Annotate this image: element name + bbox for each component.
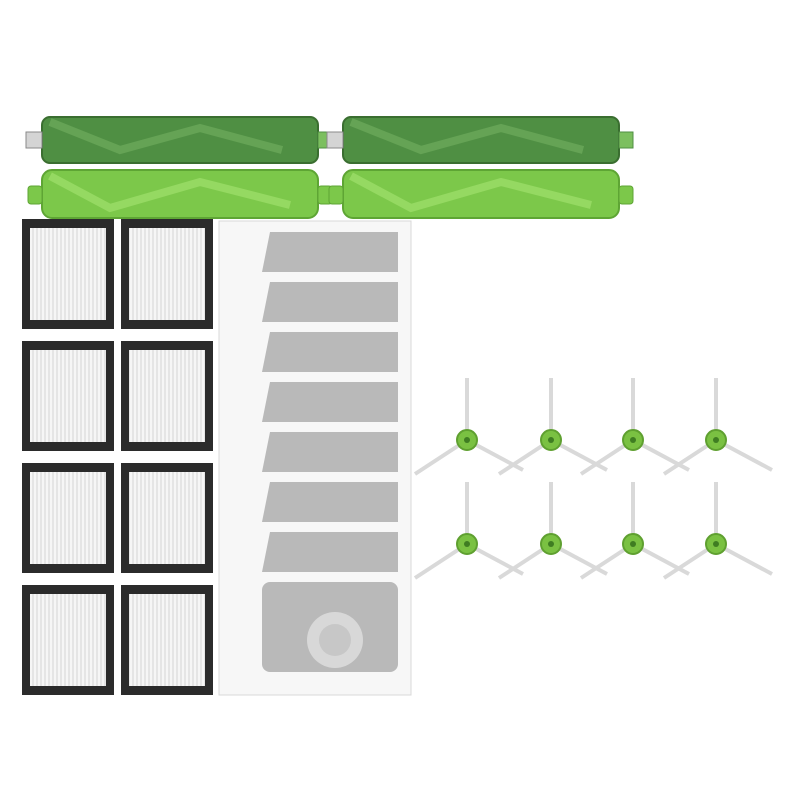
- bag-card-2: [262, 282, 398, 322]
- bag-card-5: [262, 432, 398, 472]
- filter-6: [121, 463, 213, 573]
- filter-4: [121, 341, 213, 451]
- filter-5: [22, 463, 114, 573]
- bag-card-8: [262, 582, 398, 672]
- filter-8: [121, 585, 213, 695]
- roller-dark-left: [25, 116, 333, 164]
- bag-card-3: [262, 332, 398, 372]
- roller-dark-right: [326, 116, 634, 164]
- bag-card-4: [262, 382, 398, 422]
- hepa-filters: [22, 219, 213, 695]
- filter-2: [121, 219, 213, 329]
- roller-light-right: [328, 169, 634, 219]
- filter-7: [22, 585, 114, 695]
- roller-light-left: [27, 169, 333, 219]
- bag-card-6: [262, 482, 398, 522]
- filter-3: [22, 341, 114, 451]
- bag-card-7: [262, 532, 398, 572]
- bag-card-1: [262, 232, 398, 272]
- dust-bags-stack: [218, 220, 412, 696]
- filter-1: [22, 219, 114, 329]
